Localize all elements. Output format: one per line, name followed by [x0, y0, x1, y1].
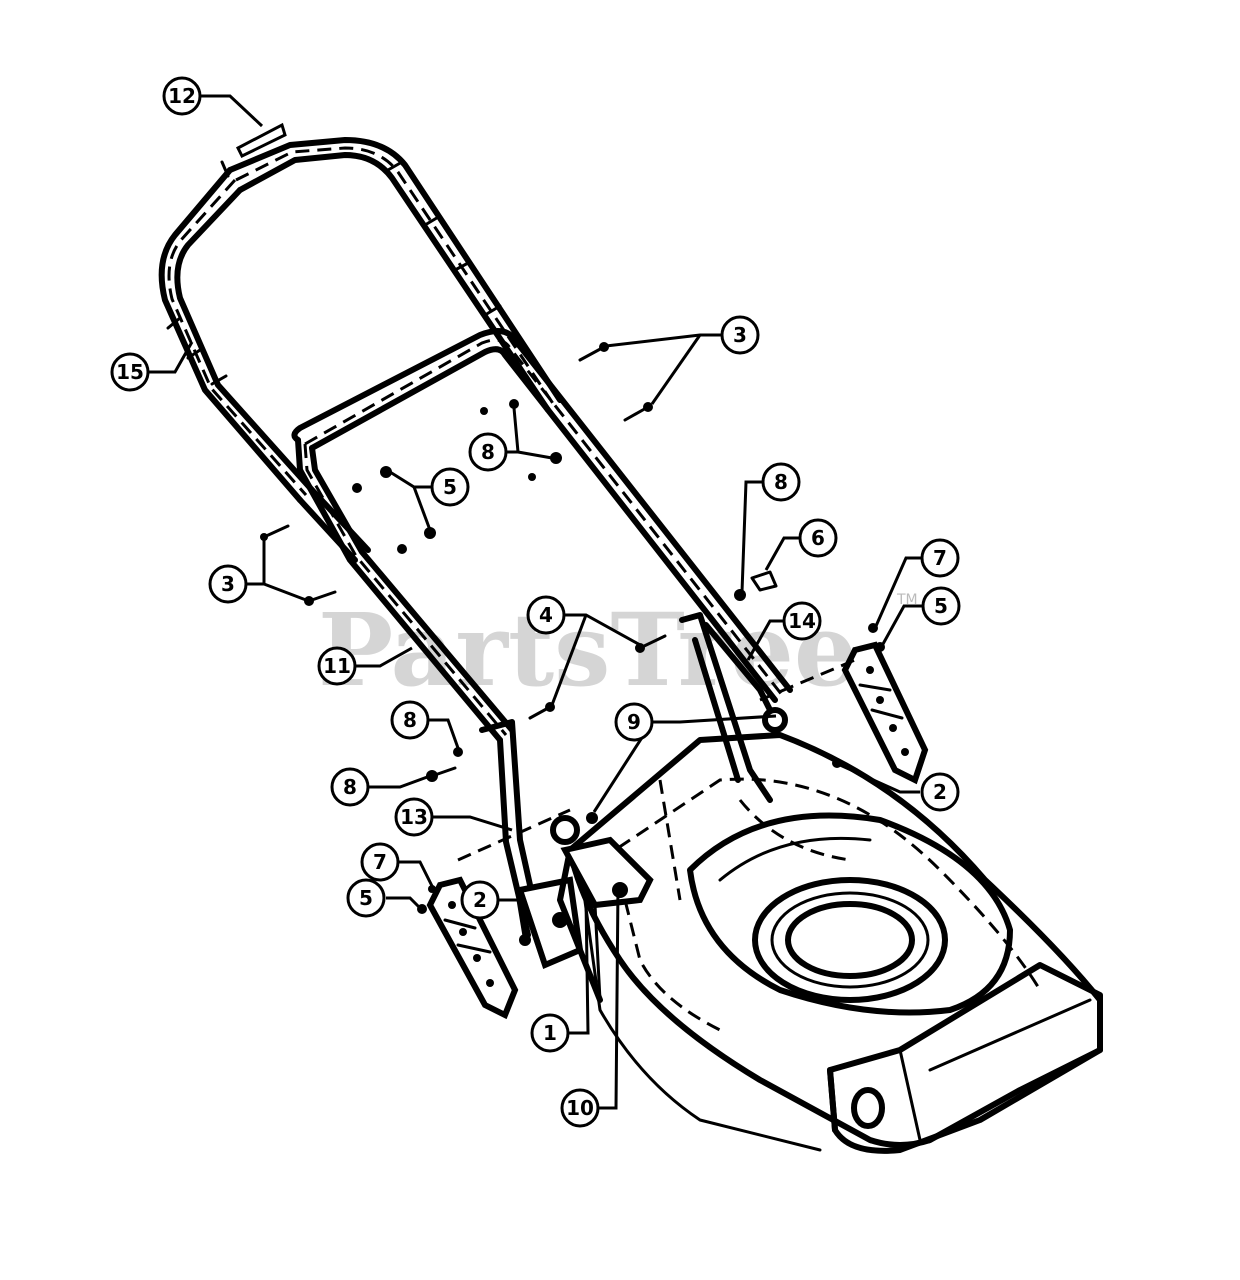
- upper-handle: [158, 137, 563, 503]
- callout-5-upper: 5: [430, 467, 470, 507]
- callout-2-left: 2: [460, 880, 500, 920]
- svg-text:15: 15: [116, 360, 144, 384]
- right-bracket: [841, 641, 929, 785]
- svg-text:2: 2: [933, 780, 947, 804]
- svg-text:4: 4: [539, 603, 553, 627]
- callout-8-upper: 8: [468, 432, 508, 472]
- svg-text:7: 7: [933, 546, 947, 570]
- svg-text:5: 5: [443, 475, 457, 499]
- leader-lines: [148, 94, 923, 1110]
- callout-8-left-lower: 8: [330, 767, 370, 807]
- callout-3-lower: 3: [208, 564, 248, 604]
- callout-15: 15: [110, 352, 150, 392]
- svg-text:2: 2: [473, 888, 487, 912]
- callout-5-left: 5: [346, 878, 386, 918]
- watermark-tm: TM: [896, 592, 918, 608]
- svg-text:8: 8: [481, 440, 495, 464]
- svg-text:7: 7: [373, 850, 387, 874]
- callout-8-left-upper: 8: [390, 700, 430, 740]
- callout-1: 1: [530, 1013, 570, 1053]
- callout-13: 13: [394, 797, 434, 837]
- svg-text:11: 11: [323, 654, 351, 678]
- svg-text:8: 8: [343, 775, 357, 799]
- callout-9: 9: [614, 702, 654, 742]
- callout-12: 12: [162, 76, 202, 116]
- svg-text:12: 12: [168, 84, 196, 108]
- svg-text:8: 8: [774, 470, 788, 494]
- svg-text:6: 6: [811, 526, 825, 550]
- callout-11: 11: [317, 646, 357, 686]
- left-bracket: [426, 876, 519, 1020]
- svg-text:3: 3: [733, 323, 747, 347]
- callout-6: 6: [798, 518, 838, 558]
- svg-text:1: 1: [543, 1021, 557, 1045]
- callout-10: 10: [560, 1088, 600, 1128]
- callout-5-right: 5: [921, 586, 961, 626]
- mower-deck: [557, 732, 1103, 1154]
- svg-text:10: 10: [566, 1096, 594, 1120]
- callout-2-right: 2: [920, 772, 960, 812]
- callout-8-right: 8: [761, 462, 801, 502]
- callout-3-upper: 3: [720, 315, 760, 355]
- svg-text:3: 3: [221, 572, 235, 596]
- svg-text:5: 5: [359, 886, 373, 910]
- lower-rods: [479, 612, 788, 970]
- callout-7-right: 7: [920, 538, 960, 578]
- svg-text:13: 13: [400, 805, 428, 829]
- watermark: PartsTree: [318, 591, 858, 709]
- svg-text:5: 5: [934, 594, 948, 618]
- hardware: [260, 342, 885, 946]
- svg-text:8: 8: [403, 708, 417, 732]
- callout-7-left: 7: [360, 842, 400, 882]
- callout-4: 4: [526, 595, 566, 635]
- label-plate: [235, 122, 287, 158]
- lower-handle: [291, 328, 793, 743]
- svg-text:9: 9: [627, 710, 641, 734]
- svg-text:14: 14: [788, 609, 816, 633]
- callout-14: 14: [782, 601, 822, 641]
